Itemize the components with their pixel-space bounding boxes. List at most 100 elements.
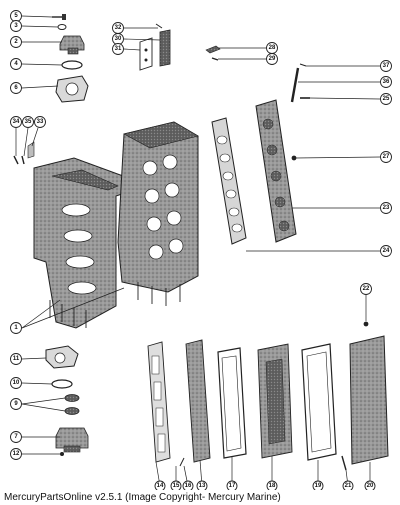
callout-4: 4 <box>10 58 22 70</box>
image-caption: MercuryPartsOnline v2.5.1 (Image Copyrig… <box>4 492 281 503</box>
callout-13: 13 <box>196 480 208 490</box>
svg-text:17: 17 <box>229 483 236 489</box>
svg-text:9: 9 <box>14 401 18 407</box>
clip-part <box>13 141 35 165</box>
callout-37: 37 <box>380 60 392 72</box>
svg-text:14: 14 <box>157 483 164 489</box>
svg-text:13: 13 <box>199 483 206 489</box>
callout-31: 31 <box>112 43 124 55</box>
callout-35: 35 <box>22 116 34 128</box>
cylinder-block-right <box>117 121 199 306</box>
plate-part <box>155 23 171 67</box>
gasket-a <box>147 341 171 463</box>
callout-33: 33 <box>34 116 46 128</box>
gasket-b <box>217 347 247 459</box>
svg-text:16: 16 <box>185 483 192 489</box>
callout-34: 34 <box>10 116 22 128</box>
o-ring-part <box>61 60 83 70</box>
svg-text:30: 30 <box>115 36 122 42</box>
callout-11: 11 <box>10 353 22 365</box>
lower-housing <box>55 427 89 453</box>
svg-text:11: 11 <box>13 356 20 362</box>
svg-text:25: 25 <box>383 96 390 102</box>
small-screw <box>60 452 64 456</box>
svg-text:21: 21 <box>345 483 352 489</box>
head-gasket <box>211 117 247 245</box>
svg-text:32: 32 <box>115 25 122 31</box>
leader-lines <box>15 15 381 487</box>
svg-text:35: 35 <box>25 119 32 125</box>
cover-a <box>257 343 293 459</box>
rod-part <box>290 63 310 103</box>
callout-15: 15 <box>170 480 182 490</box>
svg-text:33: 33 <box>37 119 44 125</box>
svg-text:23: 23 <box>383 205 390 211</box>
callout-3: 3 <box>10 20 22 32</box>
callout-29: 29 <box>266 53 278 65</box>
callout-7: 7 <box>10 431 22 443</box>
callout-14: 14 <box>154 480 166 490</box>
svg-text:22: 22 <box>363 286 370 292</box>
cylinder-head <box>255 99 297 243</box>
drain-plug <box>363 321 369 327</box>
svg-text:2: 2 <box>14 39 18 45</box>
svg-text:19: 19 <box>315 483 322 489</box>
washer-part <box>57 24 67 30</box>
callout-36: 36 <box>380 76 392 88</box>
svg-text:28: 28 <box>269 45 276 51</box>
callout-22: 22 <box>360 283 372 295</box>
callout-1-upper: 1 <box>10 322 22 334</box>
seals <box>64 394 80 415</box>
callout-23: 23 <box>380 202 392 214</box>
svg-text:12: 12 <box>13 451 20 457</box>
callout-28: 28 <box>266 42 278 54</box>
cylinder-block-left <box>33 157 135 329</box>
svg-text:24: 24 <box>383 248 390 254</box>
bolt-part <box>341 455 347 471</box>
callout-21: 21 <box>342 480 354 490</box>
lower-cover-gasket <box>45 345 79 369</box>
bracket-part <box>139 37 153 71</box>
exhaust-cover <box>349 335 389 465</box>
svg-text:27: 27 <box>383 154 390 160</box>
svg-text:1: 1 <box>14 325 18 331</box>
svg-text:34: 34 <box>13 119 20 125</box>
fitting-part <box>205 45 221 61</box>
callout-12: 12 <box>10 448 22 460</box>
svg-text:36: 36 <box>383 79 390 85</box>
callout-18: 18 <box>266 480 278 490</box>
svg-text:31: 31 <box>115 46 122 52</box>
plate-a <box>179 339 211 467</box>
callout-20: 20 <box>364 480 376 490</box>
callout-24: 24 <box>380 245 392 257</box>
exploded-parts-diagram: 5 3 2 4 6 32 30 31 28 29 37 36 25 34 35 … <box>10 10 392 490</box>
svg-text:15: 15 <box>173 483 180 489</box>
housing-part <box>59 35 85 55</box>
callout-5: 5 <box>10 10 22 22</box>
svg-text:10: 10 <box>13 380 20 386</box>
gasket-c <box>301 343 337 461</box>
callout-2: 2 <box>10 36 22 48</box>
svg-text:6: 6 <box>14 85 18 91</box>
lower-o-ring <box>51 379 73 389</box>
callout-10: 10 <box>10 377 22 389</box>
callout-32: 32 <box>112 22 124 34</box>
callout-30: 30 <box>112 33 124 45</box>
callout-27: 27 <box>380 151 392 163</box>
svg-text:18: 18 <box>269 483 276 489</box>
callout-17: 17 <box>226 480 238 490</box>
callout-9: 9 <box>10 398 22 410</box>
svg-text:3: 3 <box>14 23 18 29</box>
cover-gasket-part <box>55 75 89 103</box>
plug-part <box>291 155 297 161</box>
callout-19: 19 <box>312 480 324 490</box>
svg-text:7: 7 <box>14 434 18 440</box>
svg-text:20: 20 <box>367 483 374 489</box>
callout-6: 6 <box>10 82 22 94</box>
svg-text:29: 29 <box>269 56 276 62</box>
screw-part <box>52 14 66 20</box>
callout-25: 25 <box>380 93 392 105</box>
callout-16: 16 <box>182 480 194 490</box>
svg-text:4: 4 <box>14 61 18 67</box>
svg-text:5: 5 <box>14 13 18 19</box>
